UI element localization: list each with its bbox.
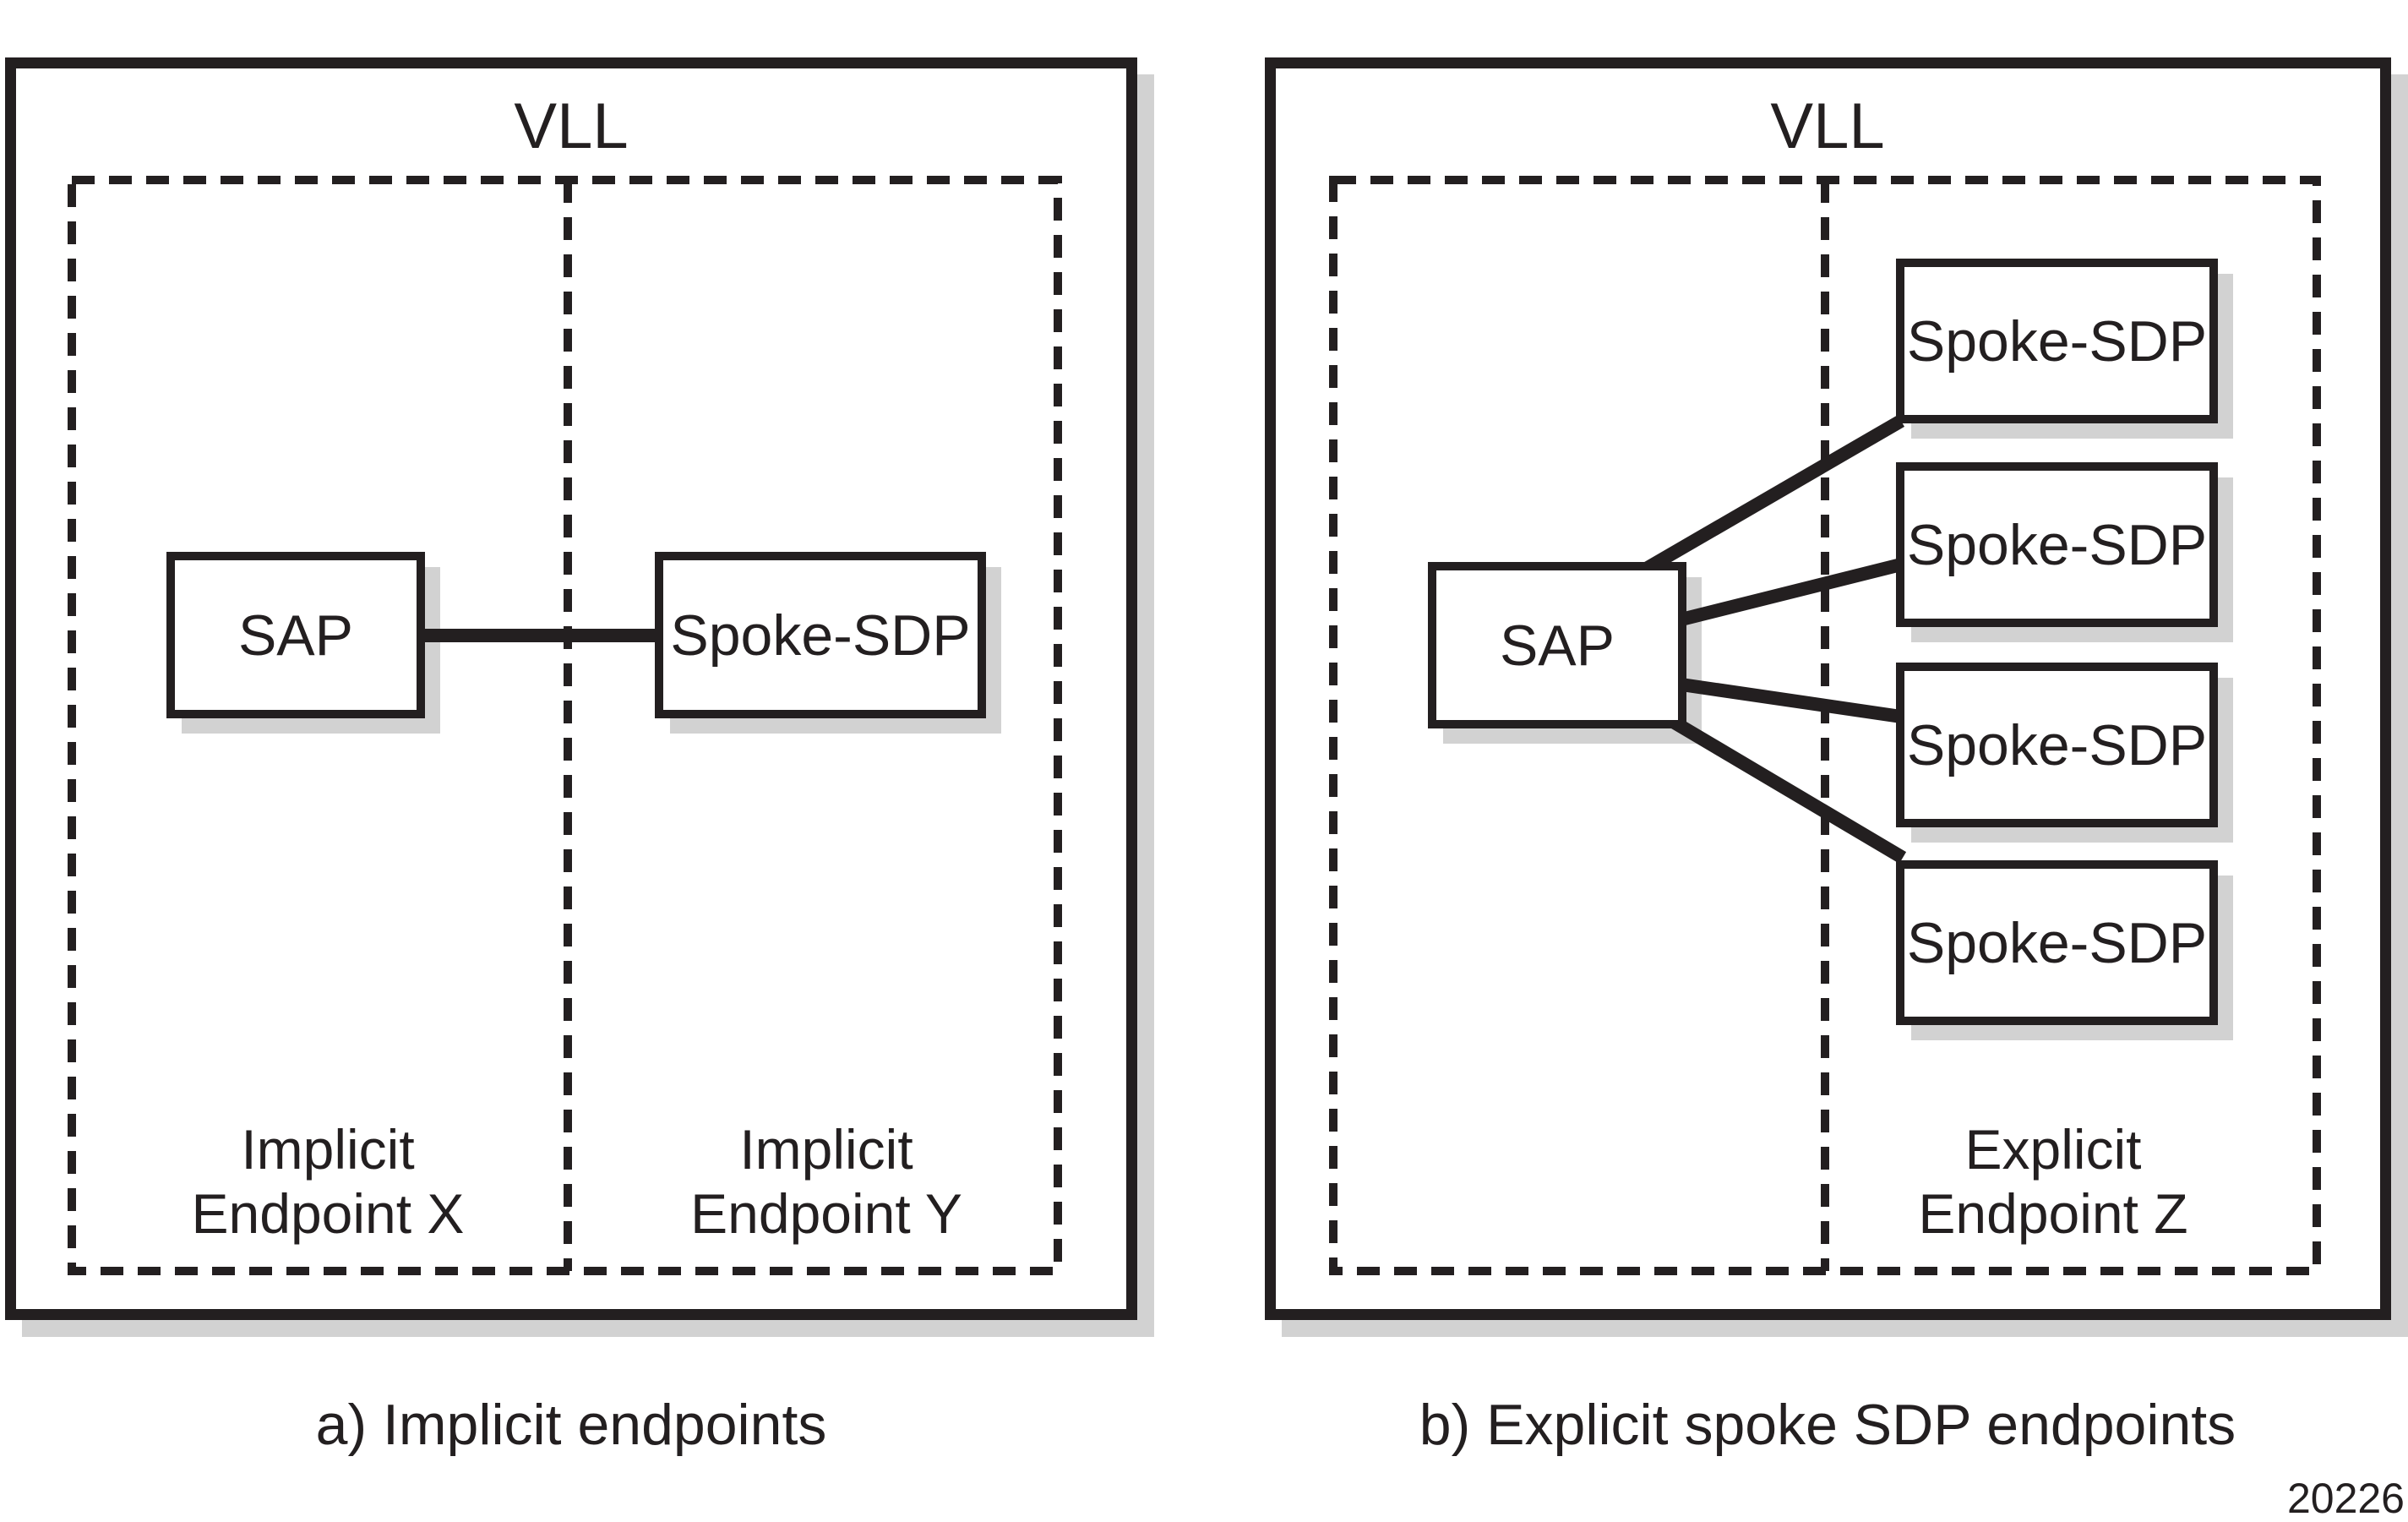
panel-b-title: VLL: [1770, 90, 1885, 162]
endpoint-z-line2: Endpoint Z: [1918, 1182, 2188, 1245]
sap-a-box: SAP: [166, 552, 425, 718]
spoke-sdp-b4-label: Spoke-SDP: [1906, 910, 2208, 975]
sap-b-to-spoke-b1-connector: [1643, 415, 1905, 574]
endpoint-y-label: Implicit Endpoint Y: [690, 1117, 962, 1246]
sap-b-box: SAP: [1428, 562, 1686, 728]
sap-b-to-spoke-b3-connector: [1680, 678, 1903, 723]
spoke-sdp-a-box: Spoke-SDP: [655, 552, 986, 718]
endpoint-z-line1: Explicit: [1964, 1118, 2142, 1181]
spoke-sdp-b3-box: Spoke-SDP: [1896, 663, 2218, 827]
endpoint-y-line2: Endpoint Y: [690, 1182, 962, 1245]
spoke-sdp-b1-label: Spoke-SDP: [1906, 308, 2208, 374]
panel-b-caption: b) Explicit spoke SDP endpoints: [1419, 1393, 2236, 1457]
spoke-sdp-a-label: Spoke-SDP: [670, 603, 971, 668]
spoke-sdp-b1-box: Spoke-SDP: [1896, 259, 2218, 423]
sap-b-to-spoke-b4-connector: [1656, 708, 1907, 864]
endpoint-y-line1: Implicit: [739, 1118, 913, 1181]
sap-b-to-spoke-b2-connector: [1680, 558, 1903, 626]
endpoint-x-line1: Implicit: [241, 1118, 415, 1181]
panel-a-title: VLL: [514, 90, 629, 162]
sap-b-label: SAP: [1499, 613, 1615, 678]
panel-a-caption: a) Implicit endpoints: [315, 1393, 827, 1457]
endpoint-x-line2: Endpoint X: [191, 1182, 465, 1245]
spoke-sdp-b2-label: Spoke-SDP: [1906, 512, 2208, 577]
spoke-sdp-b4-box: Spoke-SDP: [1896, 860, 2218, 1025]
spoke-sdp-b3-label: Spoke-SDP: [1906, 712, 2208, 777]
figure-number: 20226: [2286, 1475, 2405, 1522]
spoke-sdp-b2-box: Spoke-SDP: [1896, 462, 2218, 627]
sap-a-label: SAP: [237, 603, 354, 668]
endpoint-x-label: Implicit Endpoint X: [192, 1117, 465, 1246]
endpoint-z-label: Explicit Endpoint Z: [1918, 1117, 2187, 1246]
